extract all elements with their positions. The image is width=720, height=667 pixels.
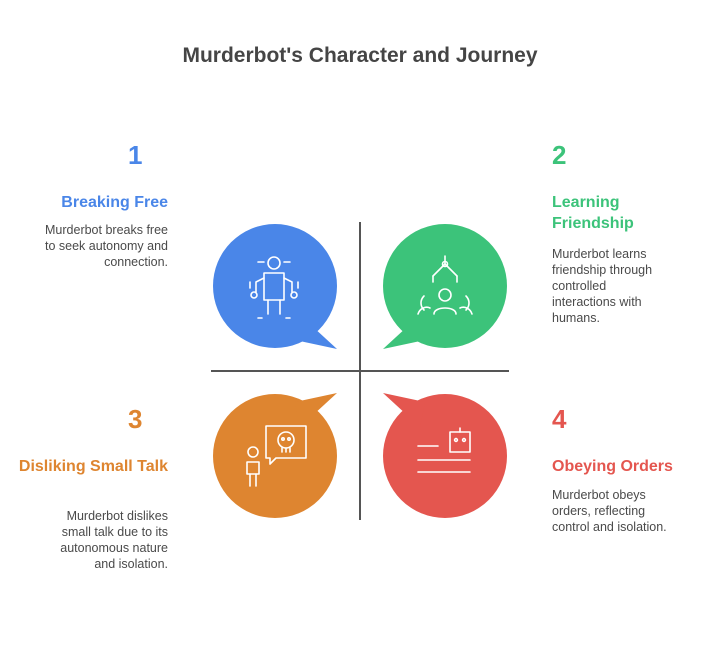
quadrant-1-description: Murderbot breaks free to seek autonomy a… (45, 223, 168, 269)
quadrant-1-number: 1 (128, 140, 143, 170)
quadrant-2-number: 2 (552, 140, 567, 170)
page-title: Murderbot's Character and Journey (182, 44, 538, 67)
robot-arm-with-people-icon (417, 255, 473, 315)
quadrant-3-number: 3 (128, 404, 143, 434)
person-with-robot-speech-bubble-icon (246, 425, 307, 487)
quadrant-4-heading: Obeying Orders (552, 458, 673, 475)
quadrant-3-bubble (213, 393, 337, 518)
quadrant-3-heading: Disliking Small Talk (18, 458, 168, 475)
quadrant-1-heading: Breaking Free (61, 194, 168, 211)
robot-with-orders-list-icon (417, 427, 471, 473)
quadrant-1-bubble (213, 224, 337, 349)
quadrant-4-number: 4 (552, 404, 567, 434)
quadrant-2-description: Murderbot learns friendship through cont… (552, 247, 653, 325)
quadrant-3-description: Murderbot dislikes small talk due to its… (60, 509, 168, 571)
robot-breaking-free-icon (249, 256, 299, 319)
quadrant-4-bubble (383, 393, 507, 518)
quadrant-4-description: Murderbot obeys orders, reflecting contr… (552, 488, 667, 534)
quadrant-2-bubble (383, 224, 507, 349)
quadrant-2-heading: Learning Friendship (552, 194, 634, 232)
